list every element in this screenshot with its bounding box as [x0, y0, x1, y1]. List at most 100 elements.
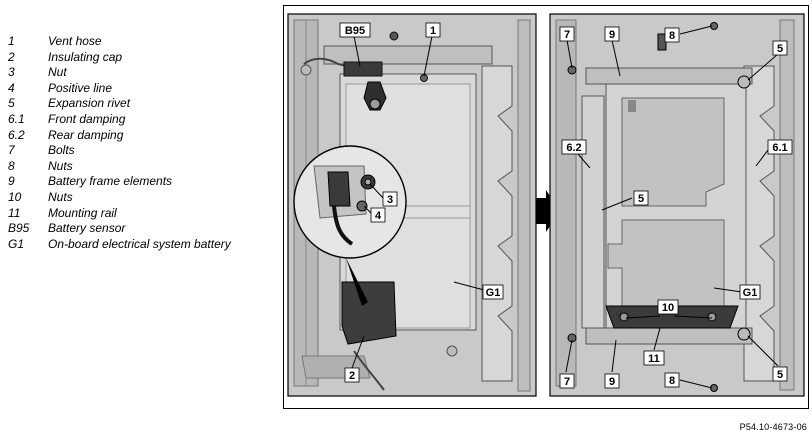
- legend-label: Expansion rivet: [48, 96, 131, 111]
- terminal-nut: [369, 98, 381, 110]
- legend-label: Insulating cap: [48, 49, 123, 64]
- legend-number: 7: [8, 143, 15, 158]
- legend-number: 10: [8, 189, 22, 204]
- right-outer-rail: [779, 19, 795, 391]
- callout-box: [339, 22, 371, 38]
- detail-cable: [332, 205, 354, 246]
- legend-label: Rear damping: [48, 127, 124, 142]
- callout-1: 1: [430, 25, 436, 37]
- bolt-icon: [389, 31, 399, 41]
- right-side-wall: [555, 19, 577, 387]
- callout-5: 5: [638, 193, 644, 205]
- diagram-frame: B95 1 3 4 G1 2: [283, 5, 809, 409]
- bolt-icon: [446, 345, 458, 357]
- legend-number: 2: [8, 49, 15, 64]
- leader-line: [713, 287, 743, 293]
- leader-line: [566, 39, 573, 69]
- callout-box: [482, 284, 504, 300]
- callout-6-2: 6.2: [566, 142, 581, 154]
- legend-label: On-board electrical system battery: [48, 236, 231, 251]
- callout-box: [559, 26, 575, 42]
- vent-hose: [303, 57, 355, 69]
- callout-box: [561, 139, 587, 155]
- legend-label: Nuts: [48, 158, 73, 173]
- tray-slot: [628, 100, 636, 112]
- callout-8: 8: [669, 30, 675, 42]
- callout-box: [633, 190, 649, 206]
- leader-line: [351, 335, 365, 369]
- legend-label: Front damping: [48, 111, 126, 126]
- leader-line: [369, 183, 385, 200]
- callout-9: 9: [609, 29, 615, 41]
- callout-box: [425, 22, 441, 38]
- detail-sensor: [327, 171, 351, 207]
- legend-label: Battery frame elements: [48, 174, 173, 189]
- positive-terminal: [363, 81, 387, 111]
- leader-line: [423, 35, 433, 77]
- leader-line: [353, 35, 361, 67]
- callout-11: 11: [648, 353, 660, 365]
- legend-number: 1: [8, 34, 15, 48]
- callout-g1: G1: [486, 287, 501, 299]
- leader-line: [453, 281, 485, 291]
- callout-8: 8: [669, 375, 675, 387]
- left-damping-bracket: [481, 65, 513, 382]
- callout-box: [664, 27, 680, 43]
- rivet-icon: [737, 327, 751, 341]
- right-panel: 7 9 8 5 6.2 6.1 5 10 G1 11 7 9 8: [549, 13, 805, 397]
- frame-element-bottom: [585, 327, 753, 345]
- callout-9: 9: [609, 376, 615, 388]
- callout-5: 5: [777, 369, 783, 381]
- legend-number: B95: [8, 221, 30, 236]
- callout-7: 7: [564, 376, 570, 388]
- callout-box: [559, 373, 575, 389]
- leader-line: [577, 153, 591, 169]
- left-panel: B95 1 3 4 G1 2: [287, 13, 537, 397]
- callout-box: [657, 299, 679, 315]
- callout-g1: G1: [743, 287, 758, 299]
- legend-number: 8: [8, 158, 15, 173]
- tray-recess: [607, 219, 725, 307]
- callout-5: 5: [777, 43, 783, 55]
- detail-nut-core: [364, 178, 372, 186]
- figure-reference: P54.10-4673-06: [739, 422, 807, 432]
- legend-label: Vent hose: [48, 34, 102, 48]
- leader-line: [679, 25, 713, 35]
- detail-terminal: [356, 200, 368, 212]
- leader-line: [755, 149, 769, 167]
- callout-box: [382, 191, 398, 207]
- callout-3: 3: [387, 194, 393, 206]
- battery-sensor: [343, 61, 383, 77]
- legend-number: 11: [8, 205, 21, 220]
- nut-icon: [619, 312, 629, 322]
- leader-line: [601, 197, 633, 211]
- legend-label: Battery sensor: [48, 221, 126, 236]
- leader-line: [679, 379, 713, 389]
- leader-line: [611, 39, 621, 77]
- legend-label: Nut: [48, 65, 67, 80]
- callout-box: [643, 350, 665, 366]
- leader-line: [747, 335, 779, 367]
- callout-box: [604, 26, 620, 42]
- callout-box: [772, 40, 788, 56]
- legend-number: G1: [8, 236, 25, 251]
- callout-box: [664, 372, 680, 388]
- legend-number: 5: [8, 96, 15, 111]
- cable-line: [353, 350, 385, 391]
- legend-label: Mounting rail: [48, 205, 117, 220]
- mounting-rail: [605, 305, 739, 329]
- battery-diagram: B95 1 3 4 G1 2: [287, 13, 805, 397]
- callout-box: [772, 366, 788, 382]
- leader-line: [673, 315, 713, 319]
- bolt-icon: [300, 64, 312, 76]
- callout-7: 7: [564, 29, 570, 41]
- legend-number: 4: [8, 80, 15, 95]
- rear-damping: [581, 95, 605, 329]
- top-crossbar: [323, 45, 493, 65]
- callout-b95: B95: [345, 25, 365, 37]
- leader-line: [625, 315, 661, 319]
- left-outer-rail: [517, 19, 531, 392]
- callout-box: [370, 207, 386, 223]
- front-damping: [743, 65, 775, 382]
- callout-6-1: 6.1: [772, 142, 787, 154]
